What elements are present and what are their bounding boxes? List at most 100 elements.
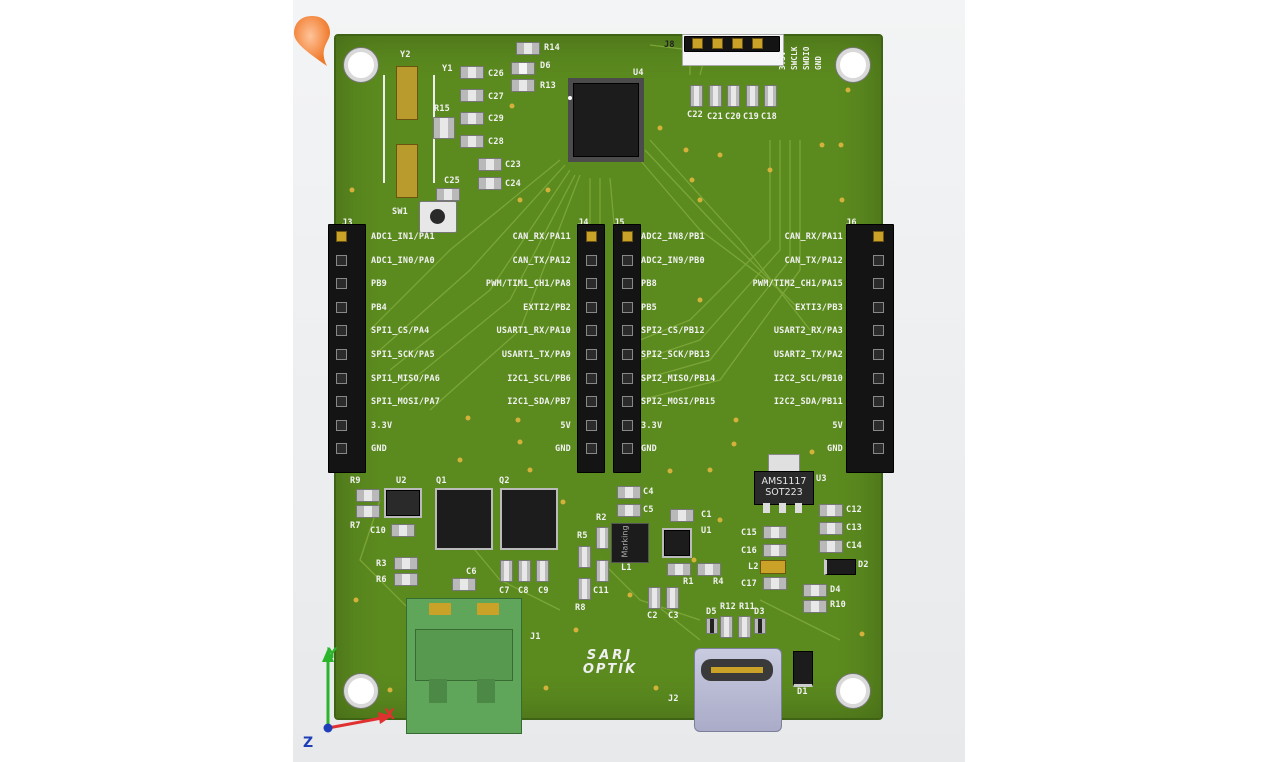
diode-d3 — [754, 618, 766, 634]
ref-c10: C10 — [370, 526, 386, 536]
terminal-block-j1[interactable] — [406, 598, 522, 734]
resistor-r5 — [578, 546, 591, 568]
header-j6[interactable] — [846, 224, 894, 473]
j3-label-10: GND — [371, 444, 387, 455]
inductor-l1: Marking — [611, 523, 649, 563]
j6-pin-1 — [873, 231, 884, 242]
regulator-u3[interactable]: AMS1117 SOT223 — [754, 471, 814, 505]
ref-r11: R11 — [739, 602, 755, 612]
ref-c1: C1 — [701, 510, 712, 520]
cap-c13 — [819, 522, 843, 535]
ref-j5: J5 — [614, 218, 625, 228]
j5-label-3: PB8 — [641, 279, 657, 290]
ref-d4: D4 — [830, 585, 841, 595]
mounting-hole-bottom-right — [836, 674, 870, 708]
axis-x-line — [327, 716, 383, 730]
j5-label-2: ADC2_IN9/PB0 — [641, 255, 705, 266]
regulator-u3-line2: SOT223 — [765, 487, 803, 498]
j4-pin-4 — [586, 301, 597, 313]
j3-pin-2 — [336, 254, 347, 266]
cap-c18 — [764, 85, 777, 107]
header-j8-pin-1 — [692, 38, 703, 49]
j5-label-9: 3.3V — [641, 420, 663, 431]
resistor-r12 — [720, 616, 733, 638]
j6-label-2: CAN_TX/PA12 — [784, 255, 843, 266]
j3-pin-5 — [336, 325, 347, 337]
header-j3[interactable] — [328, 224, 366, 473]
j3-label-5: SPI1_CS/PA4 — [371, 326, 430, 337]
terminal-j1-slot-2 — [477, 679, 495, 703]
usb-c-connector-j2[interactable] — [694, 648, 782, 732]
cap-c8 — [518, 560, 531, 582]
j4-pin-5 — [586, 325, 597, 337]
ref-c22: C22 — [687, 110, 703, 120]
ref-d5: D5 — [706, 607, 717, 617]
ref-c17: C17 — [741, 579, 757, 589]
j4-label-2: CAN_TX/PA12 — [512, 255, 571, 266]
ref-c9: C9 — [538, 586, 549, 596]
resistor-r4 — [697, 563, 721, 576]
cap-c17 — [763, 577, 787, 590]
ref-u4: U4 — [633, 68, 644, 78]
cap-c24 — [478, 177, 502, 190]
ref-c11: C11 — [593, 586, 609, 596]
ref-c7: C7 — [499, 586, 510, 596]
crystal-y2-pad-top — [396, 66, 418, 120]
j3-label-3: PB9 — [371, 279, 387, 290]
ref-c27: C27 — [488, 92, 504, 102]
j4-label-9: 5V — [560, 420, 571, 431]
j5-pin-5 — [622, 325, 633, 337]
resistor-r15 — [433, 117, 455, 139]
j6-pin-7 — [873, 372, 884, 384]
mosfet-q2 — [500, 488, 558, 550]
cap-c22 — [690, 85, 703, 107]
terminal-j1-screw-1[interactable] — [429, 603, 451, 615]
cap-c16 — [763, 544, 787, 557]
ref-r4: R4 — [713, 577, 724, 587]
j4-pin-10 — [586, 443, 597, 455]
axis-origin — [323, 723, 333, 733]
regulator-u3-leg-3 — [795, 503, 802, 513]
j3-label-2: ADC1_IN0/PA0 — [371, 255, 435, 266]
terminal-j1-screw-2[interactable] — [477, 603, 499, 615]
ref-c28: C28 — [488, 137, 504, 147]
axis-y-arrow — [322, 648, 334, 662]
j5-pin-4 — [622, 301, 633, 313]
header-j8-pin-4 — [752, 38, 763, 49]
j5-label-6: SPI2_SCK/PB13 — [641, 350, 711, 360]
j4-pin-3 — [586, 278, 597, 290]
diode-d2 — [824, 559, 856, 575]
inductor-l2 — [760, 560, 786, 574]
ref-c12: C12 — [846, 505, 862, 515]
ref-l2: L2 — [748, 562, 759, 572]
ref-j6: J6 — [846, 218, 857, 228]
ref-j2: J2 — [668, 694, 679, 704]
j6-pin-10 — [873, 443, 884, 455]
j6-pin-6 — [873, 349, 884, 360]
ref-l1: L1 — [621, 563, 632, 573]
ref-r2: R2 — [596, 513, 607, 523]
j4-pin-9 — [586, 419, 597, 431]
j3-pin-10 — [336, 443, 347, 455]
cap-c9 — [536, 560, 549, 582]
axis-z-label: Z — [303, 735, 314, 751]
switch-sw1-button[interactable] — [430, 209, 445, 224]
ref-q1: Q1 — [436, 476, 447, 486]
mosfet-q1 — [435, 488, 493, 550]
resistor-r1 — [667, 563, 691, 576]
cap-c28 — [460, 135, 484, 148]
resistor-r13 — [511, 79, 535, 92]
ic-u1 — [664, 530, 690, 556]
mcu-u4[interactable] — [573, 83, 639, 157]
j5-pin-2 — [622, 254, 633, 266]
mounting-hole-top-left — [344, 48, 378, 82]
ref-r12: R12 — [720, 602, 736, 612]
j5-pin-7 — [622, 372, 633, 384]
regulator-u3-leg-1 — [763, 503, 770, 513]
ref-c21: C21 — [707, 112, 723, 122]
ref-r6: R6 — [376, 575, 387, 585]
ref-y2: Y2 — [400, 50, 411, 60]
cap-c29 — [460, 112, 484, 125]
switch-sw1[interactable] — [419, 201, 457, 233]
ref-c20: C20 — [725, 112, 741, 122]
